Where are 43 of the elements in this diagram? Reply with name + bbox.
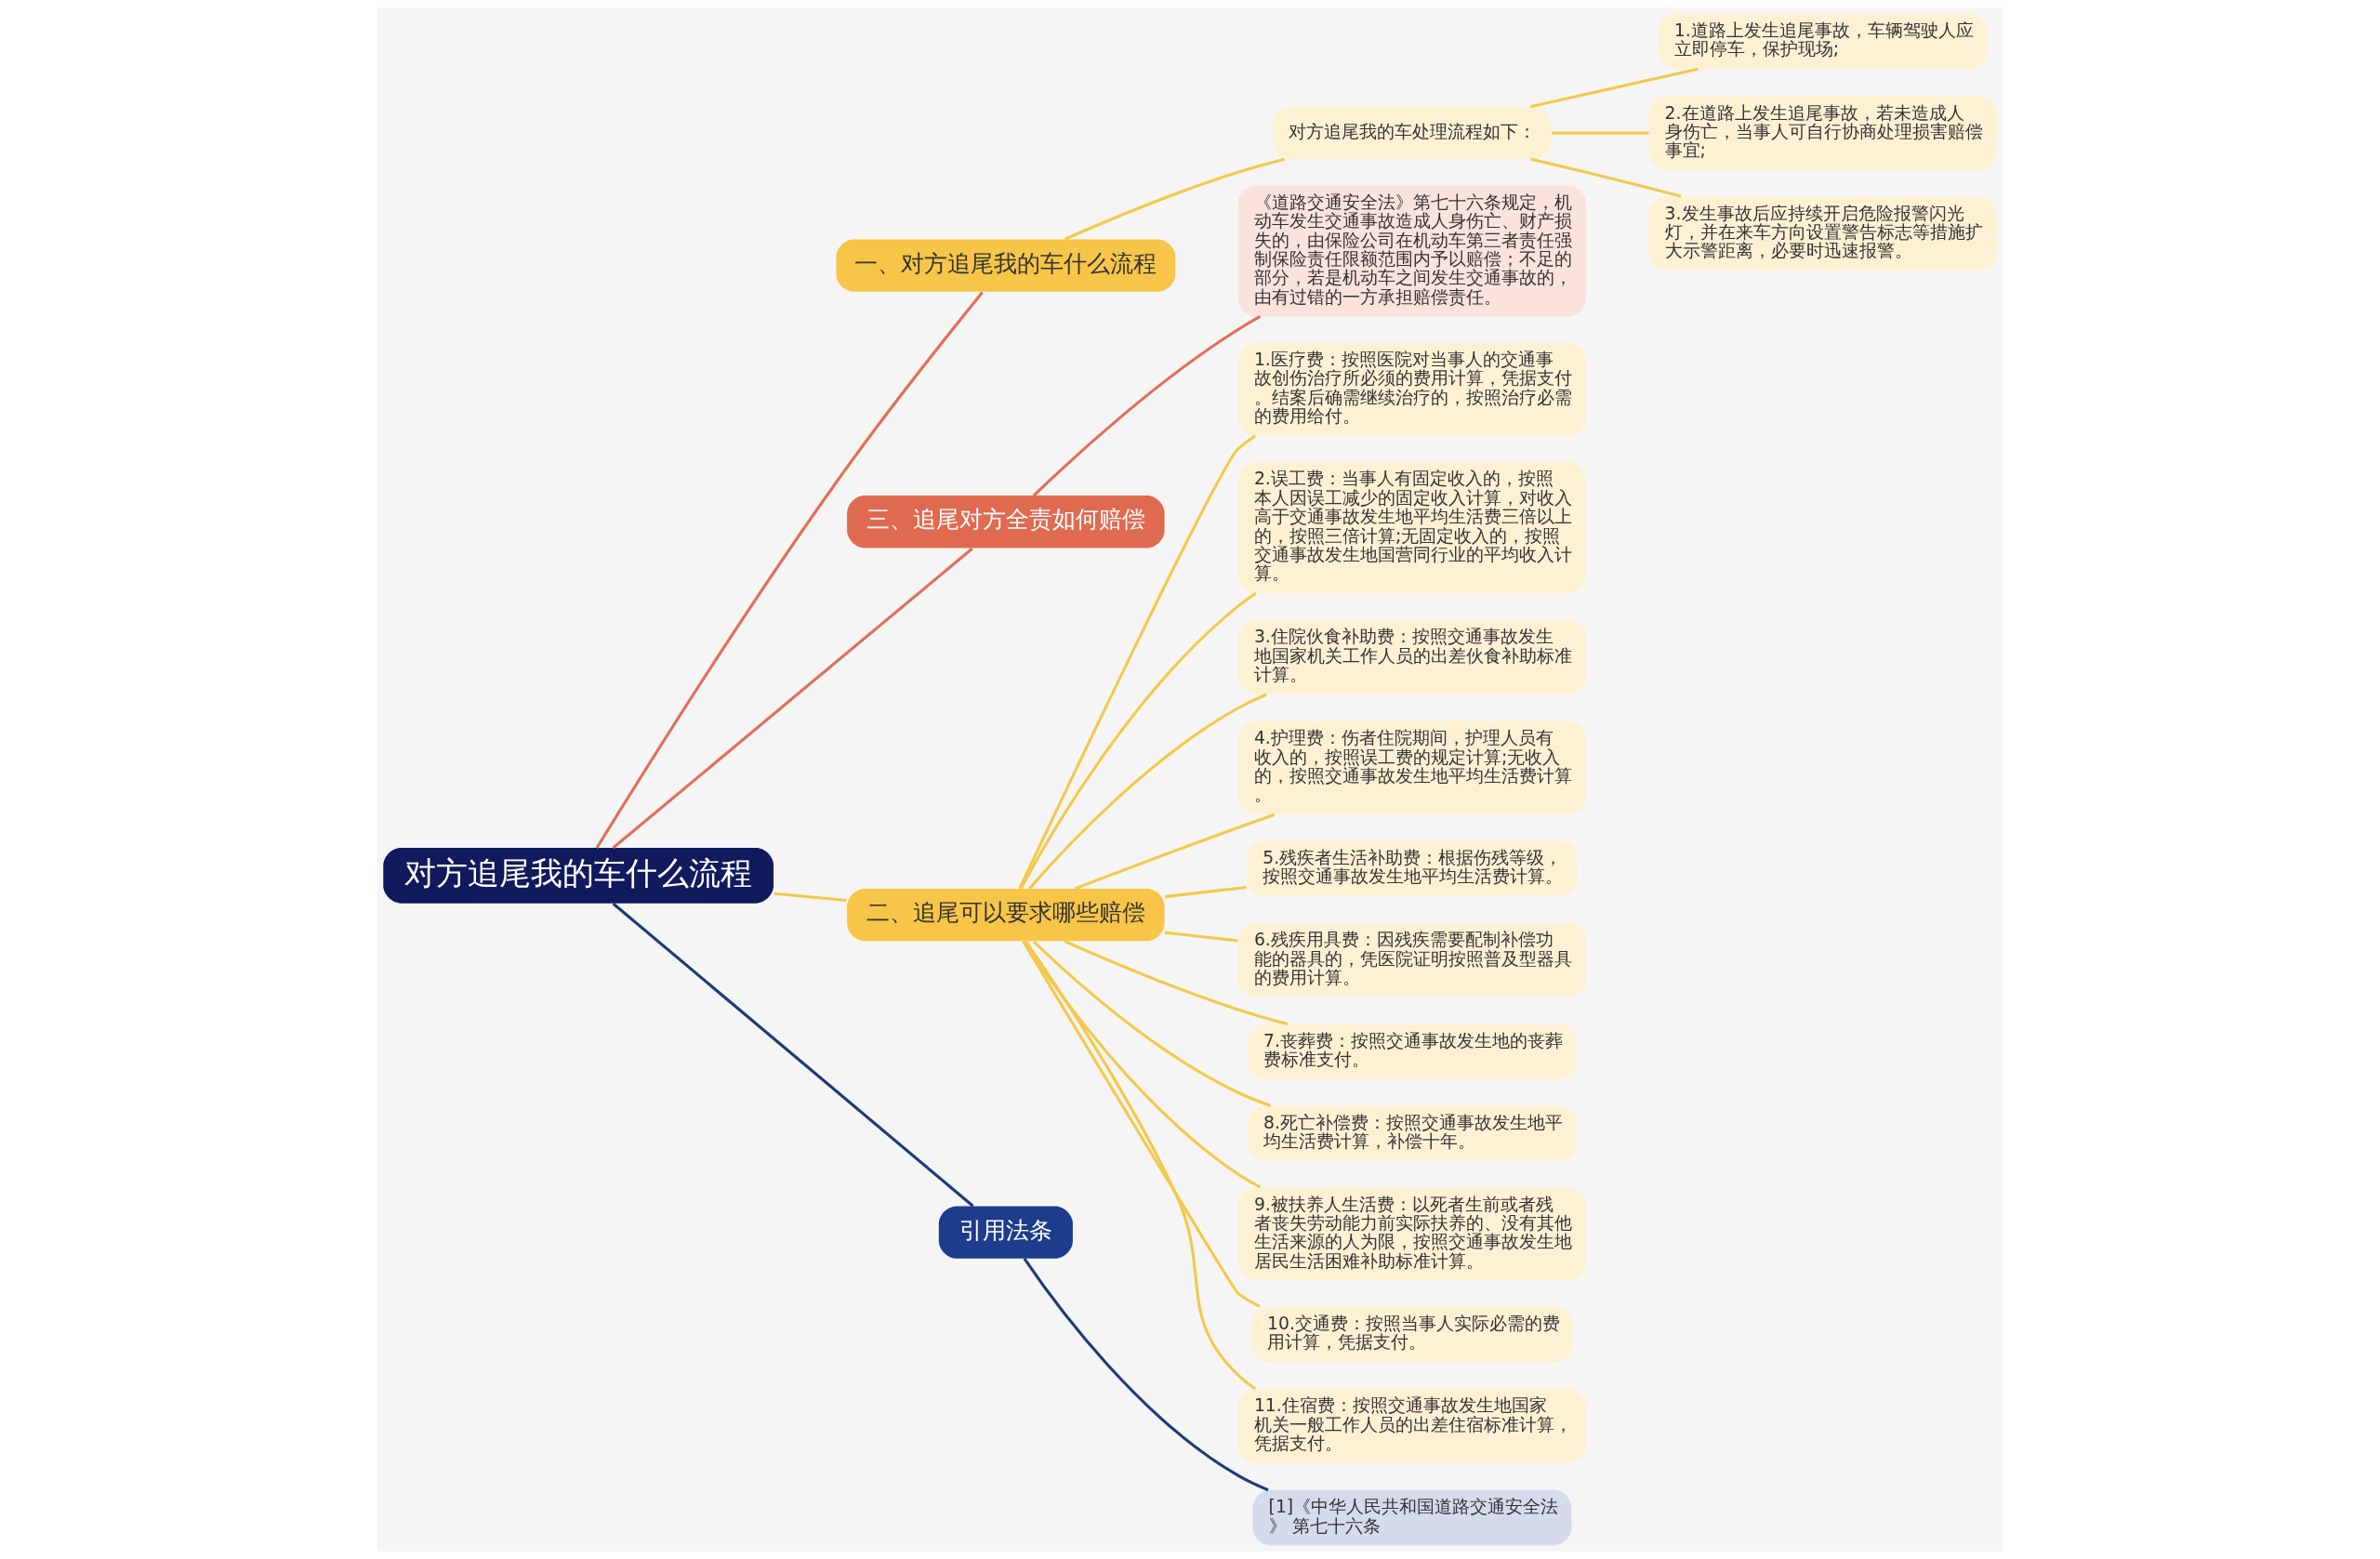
node-box: 3.发生事故后应持续开启危险报警闪光灯，并在来车方向设置警告标志等措施扩大示警距离，必要时迅速报警。 <box>1648 196 1997 271</box>
connector <box>1075 813 1276 891</box>
connector <box>1530 157 1682 198</box>
node-box: 三、追尾对方全责如何赔偿 <box>847 495 1165 548</box>
connector <box>1164 885 1247 899</box>
connector <box>1019 591 1257 890</box>
node-box: 9.被扶养人生活费：以死者生前或者残者丧失劳动能力前实际扶养的、没有其他生活来源的人为限，按照交通事故发生地居民生活困难补助标准计算。 <box>1237 1187 1587 1281</box>
connector <box>1032 315 1262 497</box>
connector <box>612 902 974 1208</box>
connector <box>1025 940 1257 1391</box>
connector <box>1551 131 1649 135</box>
node-box: 《道路交通安全法》第七十六条规定，机动车发生交通事故造成人身伤亡、财产损失的，由保险公司在机动车第三者责任强制保险责任限额范围内予以赔偿；不足的部分，若是机动车之间发生交通事故的，由有过错的一方承担赔偿责任。 <box>1237 185 1587 317</box>
node-box: 1.医疗费：按照医院对当事人的交通事故创伤治疗所必须的费用计算，凭据支付。结案后确需继续治疗的，按照治疗必需的费用给付。 <box>1237 342 1587 436</box>
node-box: 一、对方追尾我的车什么流程 <box>836 239 1176 292</box>
node-box: 8.死亡补偿费：按照交通事故发生地平均生活费计算，补偿十年。 <box>1247 1105 1577 1161</box>
node-box: 5.残疾者生活补助费：根据伤残等级，按照交通事故发生地平均生活费计算。 <box>1247 840 1578 896</box>
node-box: 引用法条 <box>938 1206 1073 1259</box>
node-box: 7.丧葬费：按照交通事故发生地的丧葬费标准支付。 <box>1247 1024 1577 1080</box>
connector <box>1064 940 1289 1026</box>
connector <box>1529 67 1699 109</box>
node-box: 2.误工费：当事人有固定收入的，按照本人因误工减少的固定收入计算，对收入高于交通事故发生地平均生活费三倍以上的，按照三倍计算;无固定收入的，按照交通事故发生地国营同行业的平均收入计算。 <box>1237 462 1587 593</box>
node-box: 3.住院伙食补助费：按照交通事故发生地国家机关工作人员的出差伙食补助标准计算。 <box>1237 620 1587 694</box>
connector <box>1022 940 1261 1308</box>
node-box: 6.残疾用具费：因残疾需要配制补偿功能的器具的，凭医院证明按照普及型器具的费用计算。 <box>1237 922 1587 997</box>
connector <box>612 547 973 850</box>
connector <box>1164 931 1238 943</box>
node-box: 对方追尾我的车处理流程如下： <box>1273 106 1552 160</box>
connector <box>1028 693 1267 890</box>
node-box: 对方追尾我的车什么流程 <box>383 848 774 904</box>
node-box: 11.住宿费：按照交通事故发生地国家机关一般工作人员的出差住宿标准计算，凭据支付。 <box>1237 1389 1587 1463</box>
node-box: [1]《中华人民共和国道路交通安全法》 第七十六条 <box>1252 1489 1572 1546</box>
connector <box>1023 940 1262 1189</box>
connector <box>1023 1258 1269 1492</box>
node-box: 1.道路上发生追尾事故，车辆驾驶人应立即停车，保护现场; <box>1658 13 1988 70</box>
connector <box>774 892 847 902</box>
connector <box>595 291 984 849</box>
node-box: 10.交通费：按照当事人实际必需的费用计算，凭据支付。 <box>1250 1306 1573 1362</box>
connector <box>1032 940 1271 1107</box>
node-box: 2.在道路上发生追尾事故，若未造成人身伤亡，当事人可自行协商处理损害赔偿事宜; <box>1648 96 1997 170</box>
connector <box>1018 434 1256 890</box>
connector <box>1064 157 1286 241</box>
node-box: 4.护理费：伤者住院期间，护理人员有收入的，按照误工费的规定计算;无收入的，按照交通事故发生地平均生活费计算。 <box>1237 720 1587 815</box>
node-box: 二、追尾可以要求哪些赔偿 <box>847 888 1165 942</box>
